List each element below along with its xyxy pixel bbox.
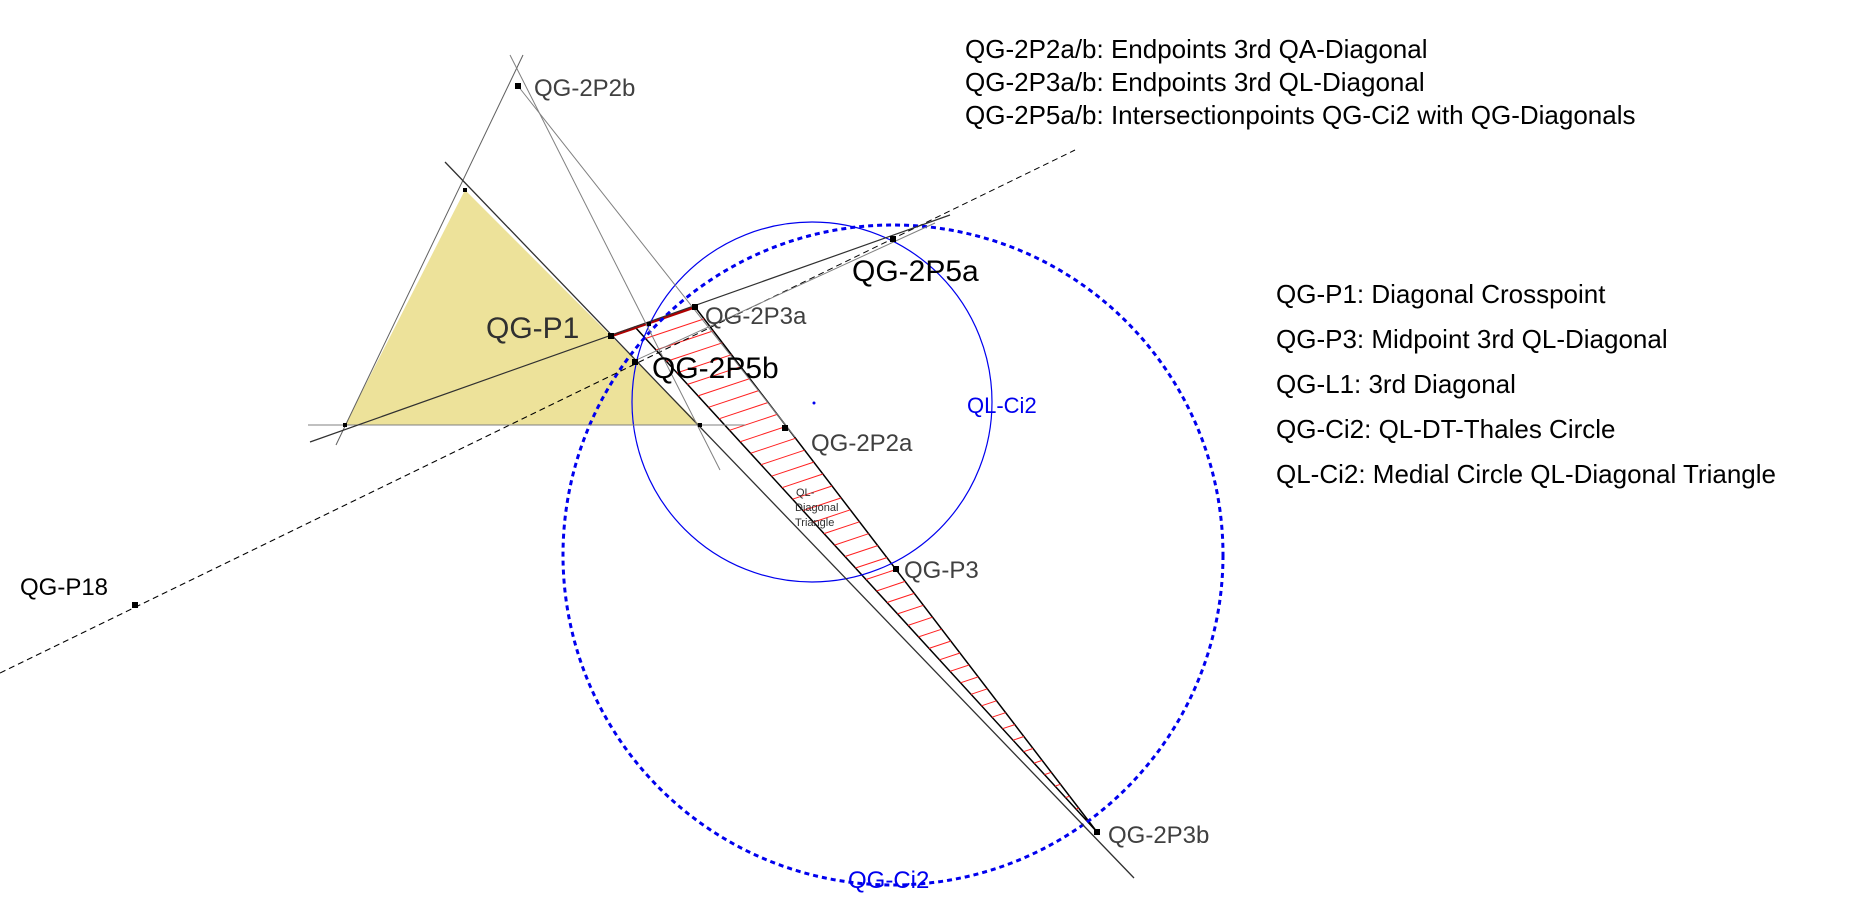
marker-2p2a [782, 425, 788, 431]
label-triangle-line3: Triangle [795, 517, 834, 529]
qg-ci2-circle [561, 223, 1225, 887]
hatch-line [708, 390, 760, 408]
hatch-line [865, 569, 897, 580]
hatch-line [676, 354, 732, 374]
marker-p3 [893, 566, 899, 572]
hatch-line [949, 664, 970, 672]
hatch-line [666, 342, 723, 362]
legend-top-item: QG-2P2a/b: Endpoints 3rd QA-Diagonal [965, 34, 1428, 64]
hatch-lines [645, 318, 1089, 821]
marker-vertex-left [343, 423, 347, 427]
hatch-line [760, 449, 805, 466]
marker-2p5a [890, 236, 896, 242]
marker-p18 [132, 602, 138, 608]
hatch-line [645, 318, 705, 339]
hatch-line [687, 366, 741, 385]
hatch-line [1023, 748, 1034, 753]
hatch-line [844, 545, 878, 557]
marker-p1 [608, 333, 614, 339]
line-through-p1 [309, 214, 951, 443]
hatch-line [876, 580, 906, 592]
legend-top: QG-2P2a/b: Endpoints 3rd QA-Diagonal QG-… [965, 33, 1636, 132]
label-2p5b: QG-2P5b [652, 352, 779, 385]
hatch-line [1044, 771, 1052, 776]
marker-2p5b [632, 359, 638, 365]
line-left-side [335, 54, 524, 446]
line-diagonal-long [444, 161, 1135, 879]
hatch-line [813, 509, 851, 523]
hatch-line [697, 378, 750, 397]
hatch-line [928, 640, 951, 649]
hatch-line [970, 688, 988, 695]
hatch-line [1002, 724, 1015, 730]
label-qg-ci2: QG-Ci2 [848, 867, 929, 894]
hatch-line [802, 497, 842, 512]
hatch-line [981, 700, 997, 707]
hatch-line [1012, 736, 1025, 741]
label-triangle-line1: QL- [796, 487, 815, 499]
legend-top-item: QG-2P3a/b: Endpoints 3rd QL-Diagonal [965, 67, 1425, 97]
ql-diagonal-triangle [633, 306, 1098, 833]
label-2p5a: QG-2P5a [852, 255, 979, 288]
hatch-line [1033, 759, 1043, 764]
marker-2p3a [692, 304, 698, 310]
legend-right-item: QG-P1: Diagonal Crosspoint [1276, 279, 1606, 309]
qg-2p3-segment [610, 305, 696, 338]
hatch-line [1075, 807, 1079, 810]
marker-vertex-base [698, 423, 702, 427]
point-markers [132, 83, 1100, 835]
legend-right-item: QG-Ci2: QL-DT-Thales Circle [1276, 414, 1616, 444]
legend-right-item: QG-L1: 3rd Diagonal [1276, 369, 1516, 399]
hatch-line [834, 533, 869, 546]
label-p1: QG-P1 [486, 312, 579, 345]
legend-top-item: QG-2P5a/b: Intersectionpoints QG-Ci2 wit… [965, 100, 1636, 130]
label-ql-ci2: QL-Ci2 [967, 393, 1037, 418]
line-2p5a-2p5b [631, 222, 936, 363]
hatch-line [1054, 783, 1061, 787]
marker-2p3b [1094, 829, 1100, 835]
legend-right: QG-P1: Diagonal Crosspoint QG-P3: Midpoi… [1276, 272, 1776, 497]
hatch-line [886, 592, 915, 603]
hatch-line [750, 437, 796, 454]
hatch-line [991, 712, 1006, 718]
ql-ci2-center [812, 401, 816, 405]
hatch-line [823, 521, 860, 535]
hatch-line [960, 676, 979, 684]
label-2p3b: QG-2P3b [1108, 822, 1209, 849]
marker-2p2b [515, 83, 521, 89]
hatch-line [918, 628, 942, 638]
marker-vertex-mid [647, 322, 651, 326]
hatch-line [939, 652, 961, 661]
hatch-line [792, 485, 833, 500]
label-p18: QG-P18 [20, 574, 108, 601]
hatch-line [739, 425, 787, 443]
hatch-line [771, 461, 814, 477]
ql-ci2-circle [631, 221, 993, 583]
quadrangle-region [345, 190, 700, 425]
label-p3: QG-P3 [904, 557, 979, 584]
label-2p2b: QG-2P2b [534, 75, 635, 102]
legend-right-item: QG-P3: Midpoint 3rd QL-Diagonal [1276, 324, 1668, 354]
hatch-line [907, 616, 933, 626]
label-2p2a: QG-2P2a [811, 430, 913, 457]
legend-right-item: QL-Ci2: Medial Circle QL-Diagonal Triang… [1276, 459, 1776, 489]
hatch-line [718, 402, 769, 420]
hatch-line [1065, 795, 1070, 799]
line-from-2p2b-b [517, 85, 796, 438]
hatch-line [897, 604, 924, 615]
hatch-line [781, 473, 824, 489]
label-2p3a: QG-2P3a [705, 303, 807, 330]
hatch-line [729, 413, 778, 431]
marker-vertex-top [463, 188, 467, 192]
hatch-line [855, 557, 888, 569]
label-triangle-line2: Diagonal [795, 502, 838, 514]
line-from-2p2b-a [509, 54, 721, 471]
